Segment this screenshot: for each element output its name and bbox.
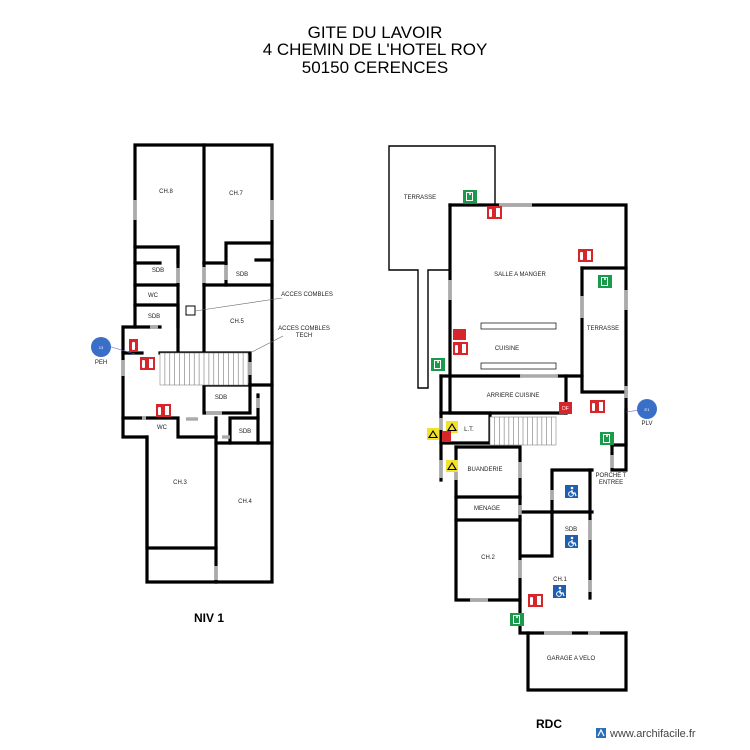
title-line-2: 4 CHEMIN DE L'HOTEL ROY [262,40,488,59]
room-ch5: CH.5 [230,319,244,325]
kitchen-counter [480,362,557,370]
attic-hatch [185,305,196,316]
room-wc-a: WC [148,293,159,299]
room-sdb-a: SDB [152,268,164,274]
accessibility-icon [564,534,579,549]
room-sdb-d: SDB [215,395,227,401]
kitchen-counter [480,322,557,330]
info-badge-icon: 13 [91,337,111,357]
fire-extinguisher-icon [453,342,468,355]
note-peh: PEH [95,360,107,366]
exit-sign-icon [598,275,612,288]
exit-sign-icon [431,358,445,371]
room-sdb-e: SDB [239,429,251,435]
info-badge-icon: E1 [637,399,657,419]
room-terrasse-b: TERRASSE [587,326,619,332]
room-arriere-cuisine: ARRIERE CUISINE [487,393,540,399]
fire-extinguisher-icon [129,339,138,352]
exit-sign-icon [510,613,524,626]
room-buanderie: BUANDERIE [467,467,502,473]
room-wc-b: WC [157,425,168,431]
room-ch4: CH.4 [238,499,252,505]
rdc-plan [388,145,641,692]
exit-sign-icon [600,432,614,445]
room-ch2: CH.2 [481,555,495,561]
df-label: DF [562,406,569,412]
room-cuisine: CUISINE [495,346,519,352]
room-ch1: CH.1 [553,577,567,583]
room-ch3: CH.3 [173,480,187,486]
warning-icon [427,428,439,440]
fire-extinguisher-icon [156,404,171,417]
footer-brand: www.archifacile.fr [609,728,696,740]
accessibility-icon [552,584,567,599]
title-line-3: 50150 CERENCES [301,58,449,77]
room-garage: GARAGE A VELO [547,656,596,662]
exit-sign-icon [463,190,477,203]
room-sdb-b: SDB [236,272,248,278]
note-acces-combles-tech-2: TECH [296,333,312,339]
fire-extinguisher-icon [140,357,155,370]
rdc-stairs [494,417,552,445]
fire-alarm-icon [442,431,451,442]
fire-extinguisher-icon [578,249,593,262]
room-menage: MENAGE [474,506,500,512]
accessibility-icon [564,484,579,499]
room-sdb: SDB [565,527,577,533]
niv1-stairs [164,353,244,385]
fire-extinguisher-icon [528,594,543,607]
archifacile-logo [596,728,606,738]
fire-extinguisher-icon [590,400,605,413]
warning-icon [446,460,458,472]
niv1-plan [107,143,284,584]
level-label-niv1: NIV 1 [194,611,224,625]
room-salle-a-manger: SALLE A MANGER [494,272,546,278]
room-ch7: CH.7 [229,191,243,197]
room-porche-line-1: PORCHE T [596,473,627,479]
room-sdb-c: SDB [148,314,160,320]
room-ch8: CH.8 [159,189,173,195]
room-lt: L.T. [464,427,474,433]
plv-badge-code: E1 [645,407,651,412]
note-acces-combles: ACCES COMBLES [281,292,333,298]
fire-alarm-icon [453,329,466,340]
fire-extinguisher-icon [487,206,502,219]
title-line-1: GITE DU LAVOIR [307,23,443,42]
room-terrasse-a: TERRASSE [404,195,436,201]
peh-badge-code: 13 [99,345,104,350]
room-porche-line-2: ENTREE [599,480,623,486]
level-label-rdc: RDC [536,717,562,731]
note-acces-combles-tech-1: ACCES COMBLES [278,326,330,332]
df-sign: DF [559,402,572,414]
note-plv: PLV [642,421,653,427]
